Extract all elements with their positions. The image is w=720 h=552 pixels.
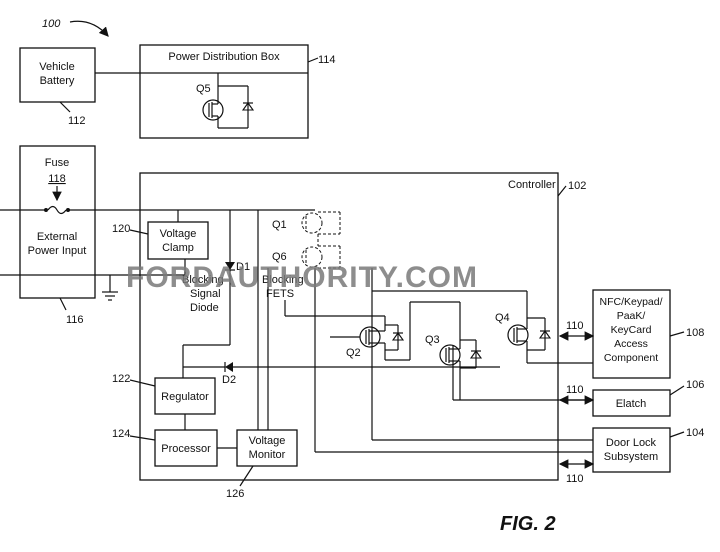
nfc-label-2: PaaK/: [617, 310, 646, 322]
blocking-fets-label-1: Blocking: [262, 274, 304, 286]
external-power-label-1: External: [37, 231, 77, 243]
q1-label: Q1: [272, 219, 287, 231]
voltage-monitor-ref: 126: [226, 488, 244, 500]
q3-fet: Q3: [425, 302, 483, 400]
external-power-input-block: Fuse 118 External Power Input 116: [19, 145, 96, 326]
figure-number-ref: 100: [42, 18, 61, 30]
nfc-label-3: KeyCard: [611, 324, 652, 336]
controller-block: Controller 102: [139, 172, 586, 481]
processor-label: Processor: [161, 443, 211, 455]
door-lock-label-1: Door Lock: [606, 437, 657, 449]
vehicle-battery-block: Vehicle Battery 112: [19, 47, 96, 127]
regulator-label: Regulator: [161, 391, 209, 403]
voltage-monitor-label-2: Monitor: [249, 449, 286, 461]
power-distribution-box: Power Distribution Box 114 Q5: [139, 44, 336, 139]
nfc-label-4: Access: [614, 338, 648, 350]
blocking-diode-label-3: Diode: [190, 302, 219, 314]
voltage-monitor-block: Voltage Monitor 126: [226, 429, 298, 500]
voltage-clamp-block: Voltage Clamp 120: [112, 221, 209, 260]
fuse-symbol: [47, 205, 67, 215]
nfc-label-5: Component: [604, 352, 658, 364]
regulator-block: Regulator 122: [112, 373, 216, 415]
q4-fet: Q4: [495, 291, 552, 363]
voltage-clamp-label-1: Voltage: [160, 228, 197, 240]
bus-ref-2: 110: [566, 384, 584, 396]
vehicle-battery-label-2: Battery: [40, 75, 75, 87]
door-lock-label-2: Subsystem: [604, 451, 658, 463]
d2-diode: [225, 362, 233, 372]
processor-ref: 124: [112, 428, 130, 440]
d1-label: D1: [236, 261, 250, 273]
q5-label: Q5: [196, 83, 211, 95]
processor-block: Processor 124: [112, 428, 218, 467]
q2-label: Q2: [346, 347, 361, 359]
elatch-block: Elatch 106: [592, 379, 704, 417]
external-power-label-2: Power Input: [28, 245, 87, 257]
fuse-number: 118: [48, 173, 66, 185]
controller-title: Controller: [508, 179, 556, 191]
q3-label: Q3: [425, 334, 440, 346]
controller-ref: 102: [568, 180, 586, 192]
bus-ref-3: 110: [566, 473, 584, 485]
q6-label: Q6: [272, 251, 287, 263]
voltage-clamp-label-2: Clamp: [162, 242, 194, 254]
fuse-title: Fuse: [45, 157, 69, 169]
d1-diode: [225, 262, 235, 270]
nfc-ref: 108: [686, 327, 704, 339]
pdb-title: Power Distribution Box: [168, 51, 280, 63]
vehicle-battery-ref: 112: [68, 115, 86, 127]
regulator-ref: 122: [112, 373, 130, 385]
vehicle-battery-label-1: Vehicle: [39, 61, 74, 73]
elatch-label: Elatch: [616, 398, 647, 410]
elatch-ref: 106: [686, 379, 704, 391]
nfc-access-component: NFC/Keypad/ PaaK/ KeyCard Access Compone…: [592, 289, 704, 379]
voltage-clamp-ref: 120: [112, 223, 130, 235]
figure-ref-arrow: [69, 20, 109, 37]
door-lock-ref: 104: [686, 427, 704, 439]
d2-label: D2: [222, 374, 236, 386]
q1-fet: [301, 211, 341, 235]
blocking-diode-label-2: Signal: [190, 288, 221, 300]
figure-caption: FIG. 2: [500, 513, 556, 535]
q4-label: Q4: [495, 312, 510, 324]
blocking-fets-label-2: FETS: [266, 288, 294, 300]
q6-fet: [301, 245, 341, 269]
bus-ref-1: 110: [566, 320, 584, 332]
door-lock-block: Door Lock Subsystem 104: [592, 427, 704, 473]
q2-fet: Q2: [330, 316, 405, 360]
blocking-diode-label-1: Blocking: [182, 274, 224, 286]
external-power-ref: 116: [66, 314, 84, 326]
voltage-monitor-label-1: Voltage: [249, 435, 286, 447]
nfc-label-1: NFC/Keypad/: [599, 296, 662, 308]
watermark-text: FORDAUTHORITY.COM: [126, 261, 478, 294]
pdb-ref: 114: [318, 54, 336, 66]
